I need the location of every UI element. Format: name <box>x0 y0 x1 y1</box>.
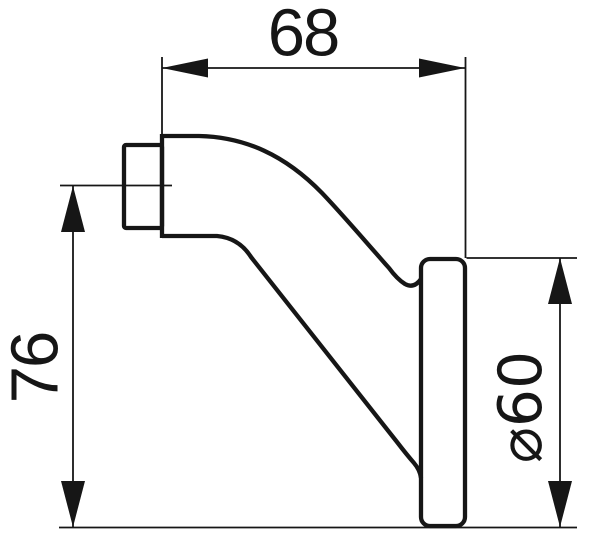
arrowhead-down-icon <box>548 481 572 527</box>
dimension-label-diameter: ⌀60 <box>486 350 556 464</box>
arm-bottom-contour <box>162 233 424 479</box>
dimension-label-width: 68 <box>267 0 341 71</box>
part-outline <box>121 133 468 529</box>
arrowhead-up-icon <box>61 186 85 232</box>
dimension-width-68 <box>161 57 467 258</box>
arm-top-contour <box>162 133 423 288</box>
arrowhead-right-icon <box>419 58 465 78</box>
arrowhead-left-icon <box>162 58 208 78</box>
lamp-plate-outline <box>418 256 468 529</box>
mount-stub-outline <box>121 142 165 231</box>
dimension-label-height: 76 <box>0 332 73 404</box>
arrowhead-up-icon <box>548 258 572 304</box>
arrowhead-down-icon <box>61 481 85 527</box>
dimension-height-76 <box>60 184 172 527</box>
dimension-diameter-60 <box>466 257 577 527</box>
